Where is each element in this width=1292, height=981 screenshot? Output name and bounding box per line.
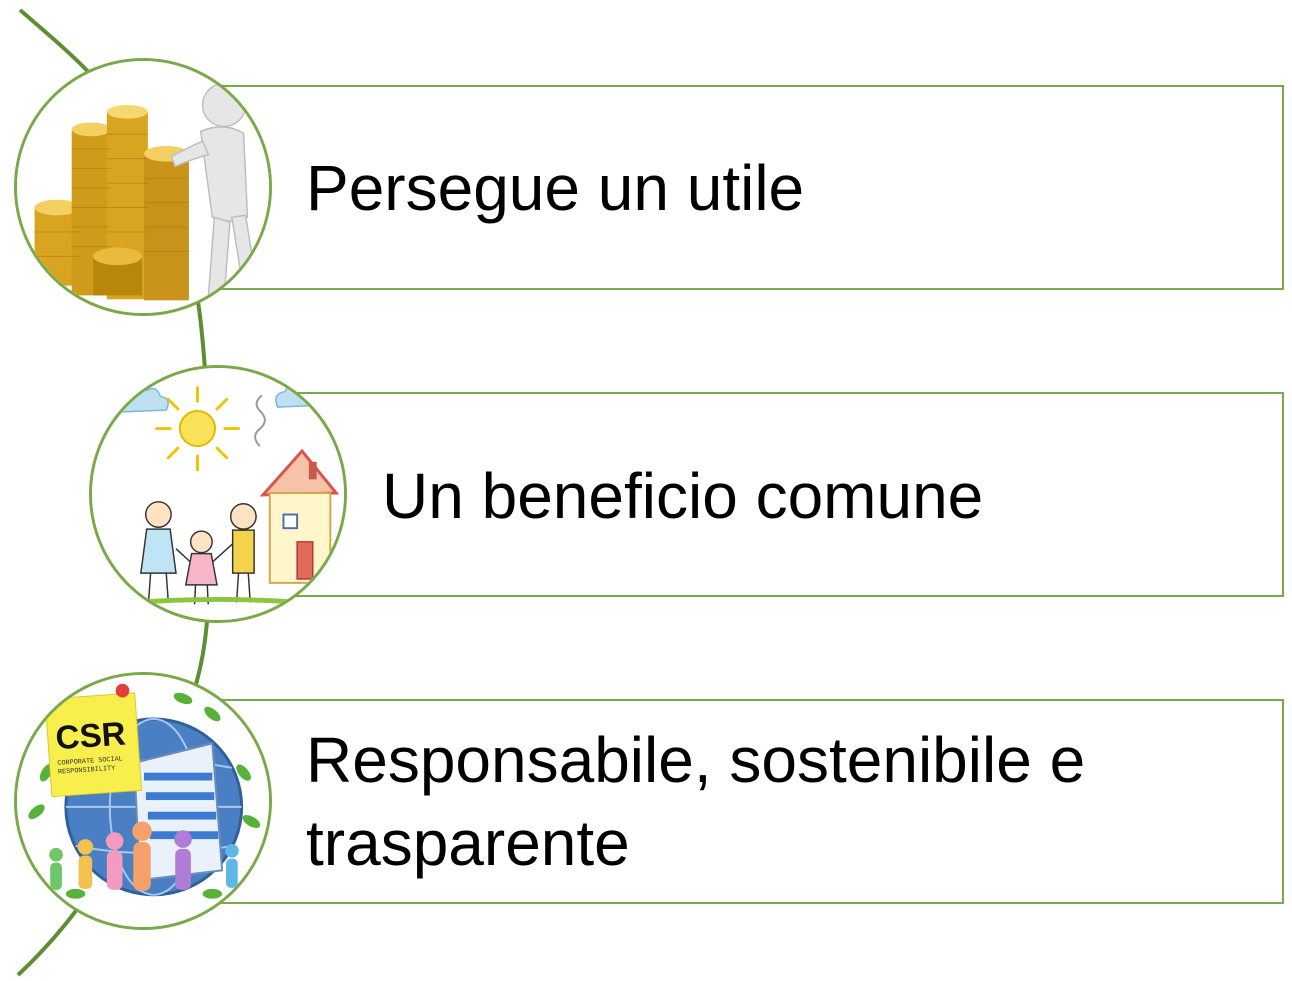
- child-drawing-family-house-sun-icon: [92, 368, 344, 620]
- csr-picture-circle: CSR CORPORATE SOCIAL RESPONSIBILITY: [14, 672, 272, 930]
- family-drawing-picture-circle: [89, 365, 347, 623]
- csr-globe-people-icon: CSR CORPORATE SOCIAL RESPONSIBILITY: [17, 675, 269, 927]
- item-box-3: [213, 699, 1284, 904]
- gold-coin-stacks-with-figure-icon: [17, 61, 269, 313]
- csr-badge-title: CSR: [54, 715, 127, 757]
- item-box-2: [290, 392, 1284, 597]
- item-text-3-line-1: Responsabile, sostenibile e: [306, 724, 1086, 796]
- csr-badge-subtitle-line-2: RESPONSIBILITY: [58, 765, 116, 777]
- item-text-1: Persegue un utile: [306, 152, 805, 224]
- item-text-2: Un beneficio comune: [382, 460, 984, 532]
- item-text-3-line-2: trasparente: [306, 807, 630, 879]
- coins-picture-circle: [14, 58, 272, 316]
